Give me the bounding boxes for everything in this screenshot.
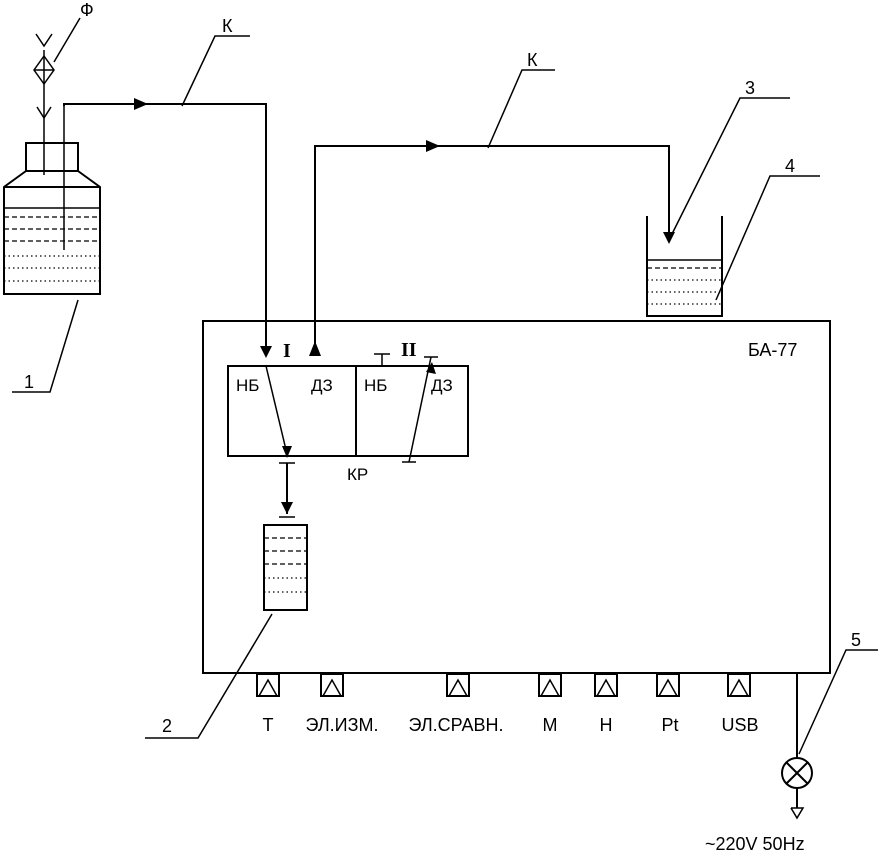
valve-path-1 [265, 365, 288, 455]
port-label-m: M [543, 715, 558, 735]
port-el-meas [320, 673, 344, 697]
port-t [256, 673, 280, 697]
channel-2-label: II [401, 339, 417, 361]
nb-1-label: НБ [236, 376, 259, 395]
overflow-container [646, 216, 723, 317]
capillary-line-1 [63, 103, 267, 352]
power-label: ~220V 50Hz [705, 834, 805, 854]
port-pt [656, 673, 680, 697]
port-label-pt: Pt [661, 715, 678, 735]
label-5: 5 [851, 630, 861, 650]
device-body [202, 320, 831, 674]
leader-k2 [487, 69, 555, 149]
port-h [594, 673, 618, 697]
dz-2-label: ДЗ [431, 376, 453, 395]
label-1: 1 [24, 372, 34, 392]
leader-1 [12, 299, 79, 393]
port-m [538, 673, 562, 697]
port-label-el-meas: ЭЛ.ИЗМ. [306, 715, 379, 735]
capillary-label-1: К [222, 16, 233, 36]
port-label-h: H [600, 715, 613, 735]
port-label-el-ref: ЭЛ.СРАВН. [409, 715, 504, 735]
port-label-t: T [263, 715, 274, 735]
port-el-ref [446, 673, 470, 697]
port-label-usb: USB [721, 715, 758, 735]
power-switch-icon [781, 757, 813, 789]
leader-5 [798, 649, 878, 755]
valve-path-2 [408, 356, 432, 463]
leader-k1 [181, 35, 250, 107]
capillary-label-2: К [527, 50, 538, 70]
flow-arrow-2 [426, 140, 440, 152]
leader-3 [668, 97, 790, 241]
reservoir-bottle [3, 17, 101, 295]
drop-arrow [663, 232, 675, 244]
valve-label: КР [347, 465, 368, 484]
filter-label: Ф [80, 0, 94, 20]
label-2: 2 [162, 716, 172, 736]
capillary-line-2 [314, 145, 670, 352]
measurement-cell [263, 524, 308, 611]
label-4: 4 [785, 156, 795, 176]
port-usb [727, 673, 751, 697]
channel-1-label: I [283, 340, 291, 362]
leader-4 [715, 175, 820, 301]
flow-arrow-1 [134, 98, 148, 110]
flow-arrow-up [309, 341, 321, 356]
label-3: 3 [745, 78, 755, 98]
valve-block [227, 365, 469, 457]
leader-2 [145, 613, 273, 739]
dz-1-label: ДЗ [311, 376, 333, 395]
device-label: БА-77 [748, 340, 797, 360]
flow-arrow-down [260, 346, 272, 358]
nb-2-label: НБ [364, 376, 387, 395]
